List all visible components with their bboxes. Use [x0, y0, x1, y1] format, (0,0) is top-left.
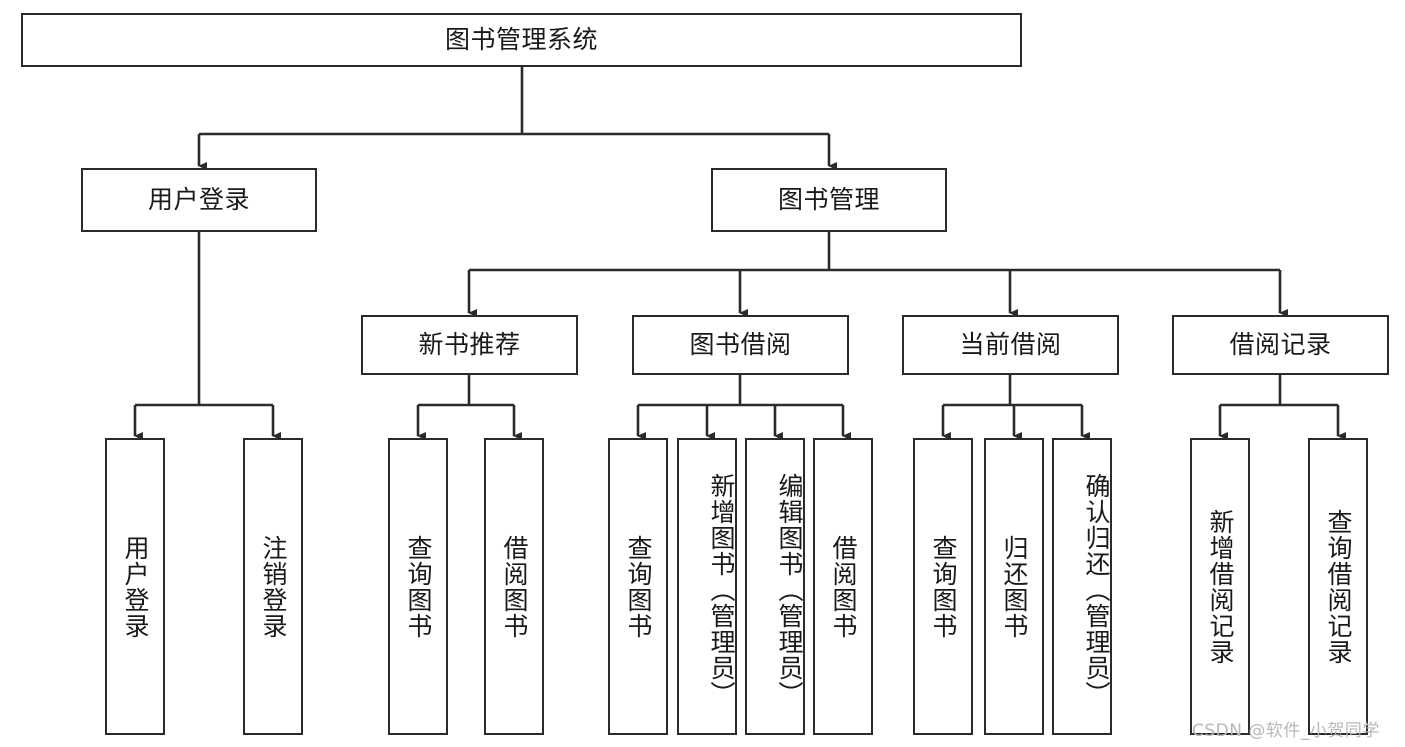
node-leaf-label: 新增图书（管理员）	[707, 472, 736, 707]
node-current-borrow-label: 当前借阅	[959, 330, 1062, 360]
node-leaf-label: 借阅图书	[829, 534, 858, 639]
node-leaf[interactable]: 查询图书	[608, 438, 668, 735]
node-book-management-label: 图书管理	[777, 185, 880, 215]
node-leaf[interactable]: 编辑图书（管理员）	[745, 438, 805, 735]
node-leaf[interactable]: 确认归还（管理员）	[1052, 438, 1112, 735]
node-leaf-label: 查询图书	[929, 534, 958, 639]
node-book-borrow[interactable]: 图书借阅	[632, 315, 849, 375]
node-new-book-recommend-label: 新书推荐	[418, 330, 521, 360]
node-leaf-label: 查询图书	[624, 534, 653, 639]
node-leaf[interactable]: 查询图书	[388, 438, 448, 735]
node-leaf-label: 用户登录	[121, 534, 150, 639]
node-leaf-label: 新增借阅记录	[1206, 508, 1235, 665]
node-current-borrow[interactable]: 当前借阅	[902, 315, 1119, 375]
node-leaf[interactable]: 借阅图书	[484, 438, 544, 735]
node-leaf-label: 确认归还（管理员）	[1082, 472, 1111, 707]
node-leaf-label: 编辑图书（管理员）	[775, 472, 804, 707]
node-book-management[interactable]: 图书管理	[711, 168, 947, 232]
node-leaf-label: 查询图书	[404, 534, 433, 639]
node-new-book-recommend[interactable]: 新书推荐	[361, 315, 578, 375]
node-leaf[interactable]: 借阅图书	[813, 438, 873, 735]
node-root[interactable]: 图书管理系统	[21, 13, 1022, 67]
node-borrow-record-label: 借阅记录	[1229, 330, 1332, 360]
node-leaf[interactable]: 查询图书	[913, 438, 973, 735]
node-leaf[interactable]: 用户登录	[105, 438, 165, 735]
node-leaf[interactable]: 新增借阅记录	[1190, 438, 1250, 735]
node-leaf-label: 查询借阅记录	[1324, 508, 1353, 665]
node-leaf[interactable]: 注销登录	[243, 438, 303, 735]
csdn-watermark: CSDN @软件_小贺同学	[1192, 721, 1380, 741]
node-leaf-label: 注销登录	[259, 534, 288, 639]
node-user-login[interactable]: 用户登录	[81, 168, 317, 232]
node-user-login-label: 用户登录	[147, 185, 250, 215]
node-book-borrow-label: 图书借阅	[689, 330, 792, 360]
node-borrow-record[interactable]: 借阅记录	[1172, 315, 1389, 375]
node-root-label: 图书管理系统	[444, 25, 598, 55]
node-leaf-label: 借阅图书	[500, 534, 529, 639]
edges	[133, 67, 1346, 440]
node-leaf[interactable]: 查询借阅记录	[1308, 438, 1368, 735]
node-leaf[interactable]: 新增图书（管理员）	[677, 438, 737, 735]
node-leaf[interactable]: 归还图书	[984, 438, 1044, 735]
node-leaf-label: 归还图书	[1000, 534, 1029, 639]
